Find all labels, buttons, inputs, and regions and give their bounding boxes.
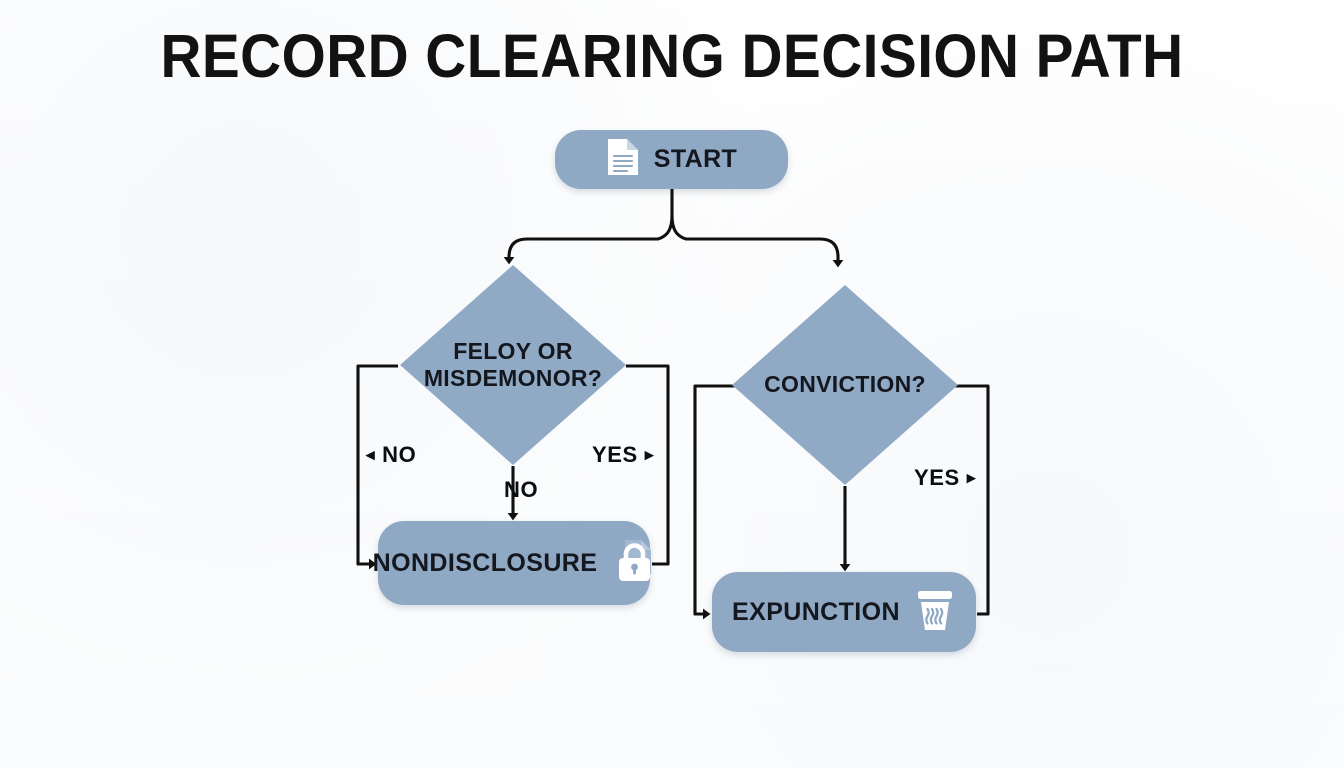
node-conviction-decision-label: CONVICTION? (732, 285, 958, 485)
page-title: RECORD CLEARING DECISION PATH (160, 22, 1184, 90)
diamond-shape (732, 285, 958, 485)
node-nondisclosure[interactable]: NONDISCLOSURE (373, 521, 652, 605)
lock-icon (611, 538, 655, 589)
edge-start-stem (670, 189, 844, 268)
node-conviction-decision[interactable]: CONVICTION? (732, 285, 958, 485)
node-felony-decision-label: FELOY OR MISDEMONOR? (400, 265, 626, 465)
edge-label-felony-yes-right: YES (592, 442, 654, 468)
diamond-shape (400, 265, 626, 465)
edge-start-stem-left (503, 214, 674, 265)
document-icon (606, 137, 640, 182)
node-expunction[interactable]: EXPUNCTION (712, 572, 976, 652)
node-felony-decision[interactable]: FELOY OR MISDEMONOR? (400, 265, 626, 465)
felony-label-line1: FELOY OR (453, 337, 573, 364)
node-start-label: START (653, 145, 738, 173)
felony-label-line2: MISDEMONOR? (423, 365, 603, 391)
edge-label-conviction-yes-right: YES (914, 465, 976, 491)
conviction-label-line1: CONVICTION? (764, 371, 926, 398)
node-expunction-label: EXPUNCTION (732, 597, 900, 626)
node-start[interactable]: START (555, 130, 788, 189)
node-nondisclosure-label: NONDISCLOSURE (372, 548, 598, 577)
edge-label-felony-no-down: NO (504, 477, 539, 502)
trash-icon (914, 587, 956, 638)
edge-label-felony-no-left: NO (366, 442, 416, 468)
